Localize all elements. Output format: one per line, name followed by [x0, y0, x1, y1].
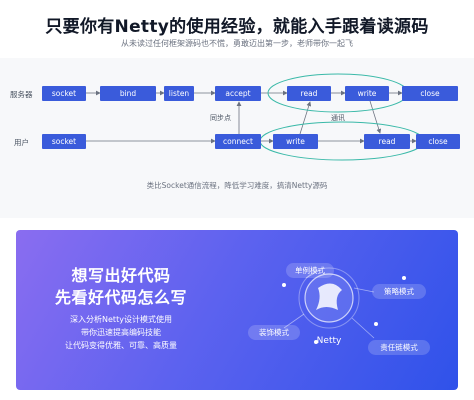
banner-desc-line2: 带你迅速提高编码技能 — [81, 328, 161, 337]
server-node-close: close — [402, 86, 458, 101]
client-node-socket: socket — [42, 134, 86, 149]
client-node-write: write — [273, 134, 318, 149]
diagram-caption: 类比Socket通信流程，降低学习难度，搞清Netty源码 — [146, 181, 328, 190]
pattern-chain-of-responsibility: 责任链模式 — [368, 340, 430, 355]
server-node-socket: socket — [42, 86, 86, 101]
sync-point-label: 同步点 — [210, 114, 231, 122]
pattern-strategy: 策略模式 — [372, 284, 426, 299]
promo-banner: 想写出好代码 先看好代码怎么写 深入分析Netty设计模式使用 带你迅速提高编码… — [16, 230, 458, 390]
client-node-read: read — [364, 134, 410, 149]
socket-flow-diagram: 服务器 用户 socket bind listen accept read wr… — [0, 58, 474, 218]
server-row-label: 服务器 — [10, 90, 33, 99]
server-node-write: write — [345, 86, 389, 101]
netty-logo-icon — [316, 283, 342, 310]
server-node-accept: accept — [215, 86, 261, 101]
hub-label: Netty — [316, 336, 342, 346]
page-headline: 只要你有Netty的使用经验，就能入手跟着读源码 — [45, 17, 429, 37]
pattern-singleton: 单例模式 — [286, 263, 334, 278]
communication-label: 通讯 — [331, 114, 345, 122]
arrow-server-write-client-read — [369, 100, 382, 134]
server-node-listen: listen — [164, 86, 194, 101]
hub-ring-outer — [298, 267, 360, 329]
arrow-client-write-server-read — [299, 101, 312, 135]
client-node-connect: connect — [215, 134, 261, 149]
server-node-read: read — [287, 86, 331, 101]
banner-desc-line3: 让代码变得优雅、可靠、高质量 — [65, 341, 177, 350]
banner-title-line1: 想写出好代码 — [71, 266, 171, 285]
server-node-bind: bind — [100, 86, 156, 101]
client-node-close: close — [416, 134, 460, 149]
pattern-decorator: 装饰模式 — [248, 325, 300, 340]
page-subtitle: 从未读过任何框架源码也不慌，勇敢迈出第一步，老师带你一起飞 — [121, 39, 353, 48]
client-row-label: 用户 — [14, 138, 29, 147]
banner-desc-line1: 深入分析Netty设计模式使用 — [70, 315, 172, 324]
pattern-mindmap — [282, 267, 406, 344]
banner-title-line2: 先看好代码怎么写 — [54, 288, 187, 307]
